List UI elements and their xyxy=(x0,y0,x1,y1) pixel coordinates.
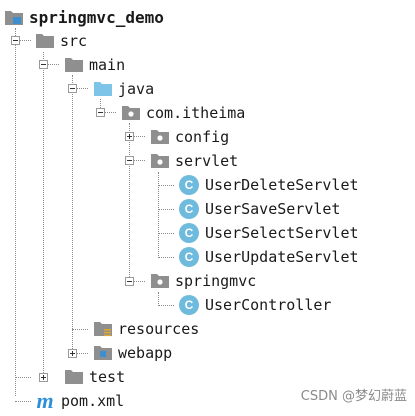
tree-node-springmvc[interactable]: springmvc xyxy=(150,270,256,292)
java-class-icon: C xyxy=(179,247,199,267)
tree-label-class: UserController xyxy=(205,296,332,314)
collapse-toggle-main[interactable] xyxy=(39,60,48,69)
tree-node-test[interactable]: test xyxy=(64,366,125,388)
tree-node-class[interactable]: C UserUpdateServlet xyxy=(179,246,359,268)
tree-node-class[interactable]: C UserSaveServlet xyxy=(179,198,340,220)
package-icon xyxy=(151,154,169,168)
watermark: CSDN @梦幻蔚蓝 xyxy=(300,389,407,404)
tree-label-springmvc: springmvc xyxy=(175,272,257,290)
package-icon xyxy=(122,106,140,120)
tree-node-java[interactable]: java xyxy=(93,78,154,100)
tree-label-src: src xyxy=(60,32,88,50)
project-folder-icon xyxy=(5,11,23,25)
collapse-toggle-springmvc[interactable] xyxy=(125,277,134,286)
expand-toggle-webapp[interactable] xyxy=(68,349,77,358)
tree-label-class: UserSelectServlet xyxy=(205,224,359,242)
tree-node-class[interactable]: C UserDeleteServlet xyxy=(179,174,359,196)
folder-icon xyxy=(65,370,83,384)
tree-label-root: springmvc_demo xyxy=(29,8,164,27)
tree-label-webapp: webapp xyxy=(118,344,173,362)
tree-label-class: UserDeleteServlet xyxy=(205,176,359,194)
tree-node-pom[interactable]: m pom.xml xyxy=(35,390,124,412)
java-class-icon: C xyxy=(179,295,199,315)
source-folder-icon xyxy=(94,82,112,96)
tree-label-class: UserSaveServlet xyxy=(205,200,341,218)
tree-label-config: config xyxy=(175,128,230,146)
tree-label-resources: resources xyxy=(118,320,200,338)
collapse-toggle-java[interactable] xyxy=(68,84,77,93)
tree-label-pom: pom.xml xyxy=(61,392,125,410)
resources-folder-icon xyxy=(94,322,112,337)
tree-node-class[interactable]: C UserSelectServlet xyxy=(179,222,359,244)
tree-label-java: java xyxy=(118,80,155,98)
collapse-toggle-src[interactable] xyxy=(11,36,20,45)
tree-node-src[interactable]: src xyxy=(35,30,87,52)
expand-toggle-config[interactable] xyxy=(125,132,134,141)
tree-node-servlet[interactable]: servlet xyxy=(150,150,238,172)
tree-node-config[interactable]: config xyxy=(150,126,229,148)
tree-node-class[interactable]: C UserController xyxy=(179,294,331,316)
maven-icon: m xyxy=(36,388,54,413)
web-folder-icon xyxy=(94,346,112,360)
expand-toggle-test[interactable] xyxy=(39,373,48,382)
tree-label-class: UserUpdateServlet xyxy=(205,248,359,266)
java-class-icon: C xyxy=(179,223,199,243)
package-icon xyxy=(151,130,169,144)
tree-label-servlet: servlet xyxy=(175,152,239,170)
java-class-icon: C xyxy=(179,199,199,219)
folder-icon xyxy=(65,58,83,72)
tree-label-test: test xyxy=(89,368,126,386)
tree-node-main[interactable]: main xyxy=(64,54,125,76)
tree-node-package[interactable]: com.itheima xyxy=(121,102,245,124)
tree-node-root[interactable]: springmvc_demo xyxy=(4,7,164,29)
package-icon xyxy=(151,274,169,288)
tree-node-webapp[interactable]: webapp xyxy=(93,342,172,364)
folder-icon xyxy=(36,34,54,48)
tree-label-main: main xyxy=(89,56,126,74)
collapse-toggle-servlet[interactable] xyxy=(125,156,134,165)
collapse-toggle-package[interactable] xyxy=(96,108,105,117)
tree-node-resources[interactable]: resources xyxy=(93,318,199,340)
tree-label-package: com.itheima xyxy=(146,104,246,122)
java-class-icon: C xyxy=(179,175,199,195)
